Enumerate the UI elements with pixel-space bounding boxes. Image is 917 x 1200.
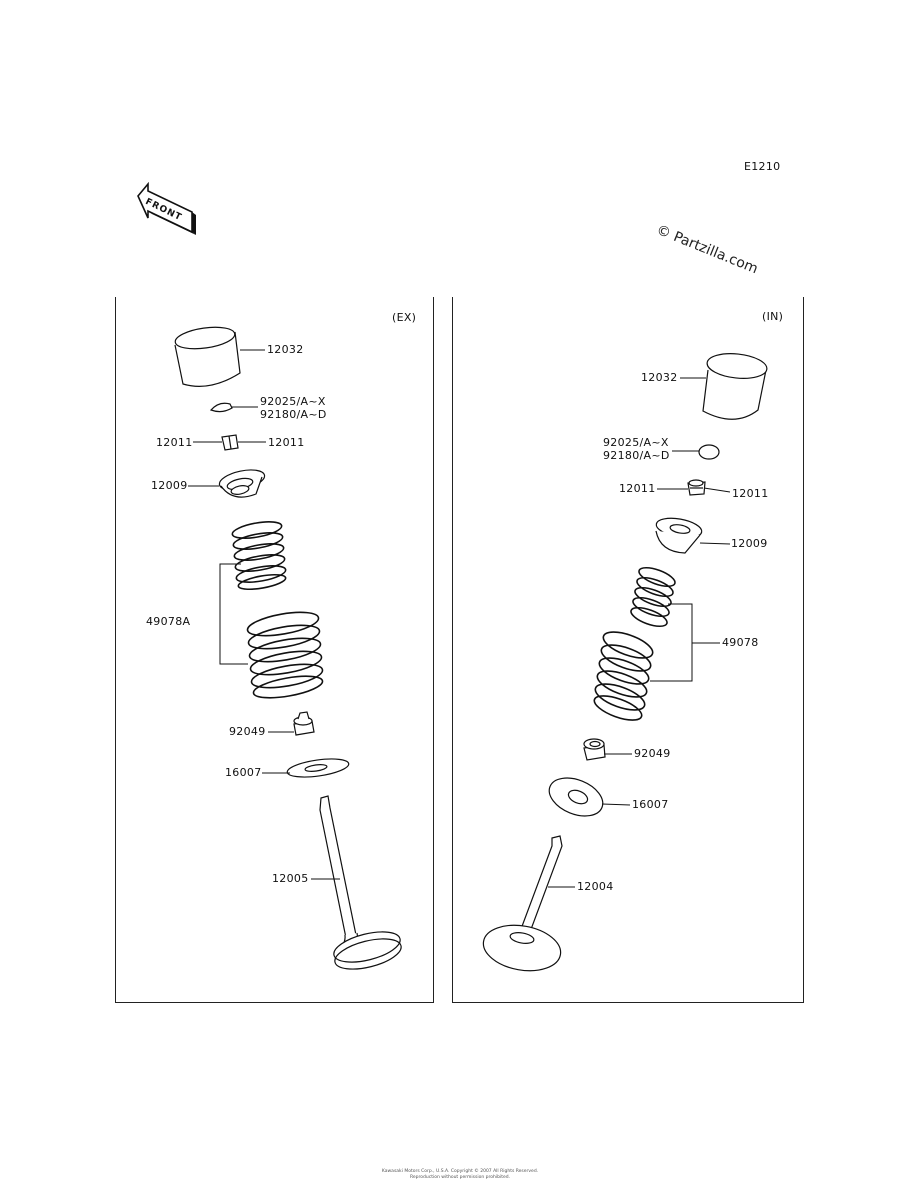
ex-tappet-icon: [174, 326, 241, 387]
in-keeper-icon: [687, 479, 706, 496]
ex-keeper-icon: [221, 434, 239, 451]
ex-label-shim-b[interactable]: 92180/A~D: [260, 408, 327, 421]
ex-seal-icon: [293, 711, 315, 736]
in-label-shim-a[interactable]: 92025/A~X: [603, 436, 669, 449]
ex-spring-icon: [231, 521, 324, 699]
in-shim-icon: [698, 444, 720, 460]
ex-label-spring[interactable]: 49078A: [146, 615, 191, 628]
ex-panel-tag: (EX): [392, 311, 417, 324]
intake-panel: [452, 297, 804, 1003]
in-retainer-icon: [655, 517, 703, 554]
in-label-seal[interactable]: 92049: [634, 747, 671, 760]
in-seat-icon: [548, 777, 604, 817]
in-valve-icon: [482, 835, 563, 972]
in-seal-icon: [583, 738, 606, 761]
ex-valve-icon: [319, 795, 402, 970]
sheet-code: E1210: [744, 160, 781, 173]
ex-retainer-icon: [218, 469, 266, 498]
in-label-valve[interactable]: 12004: [577, 880, 614, 893]
ex-label-valve[interactable]: 12005: [272, 872, 309, 885]
ex-shim-icon: [209, 402, 233, 413]
footer-line-2: Reproduction without permission prohibit…: [409, 1175, 511, 1180]
ex-label-keeper-right[interactable]: 12011: [268, 436, 305, 449]
in-label-spring[interactable]: 49078: [722, 636, 759, 649]
in-label-shim-b[interactable]: 92180/A~D: [603, 449, 670, 462]
in-label-keeper-right[interactable]: 12011: [732, 487, 769, 500]
exhaust-panel: [115, 297, 434, 1003]
in-label-tappet[interactable]: 12032: [641, 371, 678, 384]
in-label-retainer[interactable]: 12009: [731, 537, 768, 550]
in-tappet-icon: [702, 353, 768, 420]
in-spring-icon: [593, 566, 676, 721]
ex-label-tappet[interactable]: 12032: [267, 343, 304, 356]
ex-label-seat[interactable]: 16007: [225, 766, 262, 779]
ex-label-keeper-left[interactable]: 12011: [156, 436, 193, 449]
ex-seat-icon: [286, 758, 350, 778]
ex-label-seal[interactable]: 92049: [229, 725, 266, 738]
in-panel-tag: (IN): [762, 310, 784, 323]
ex-label-retainer[interactable]: 12009: [151, 479, 188, 492]
in-label-keeper-left[interactable]: 12011: [619, 482, 656, 495]
ex-label-shim-a[interactable]: 92025/A~X: [260, 395, 326, 408]
front-arrow-icon: FRONT: [134, 181, 198, 244]
footer-line-1: Kawasaki Motors Corp., U.S.A. Copyright …: [381, 1169, 539, 1174]
in-label-seat[interactable]: 16007: [632, 798, 669, 811]
